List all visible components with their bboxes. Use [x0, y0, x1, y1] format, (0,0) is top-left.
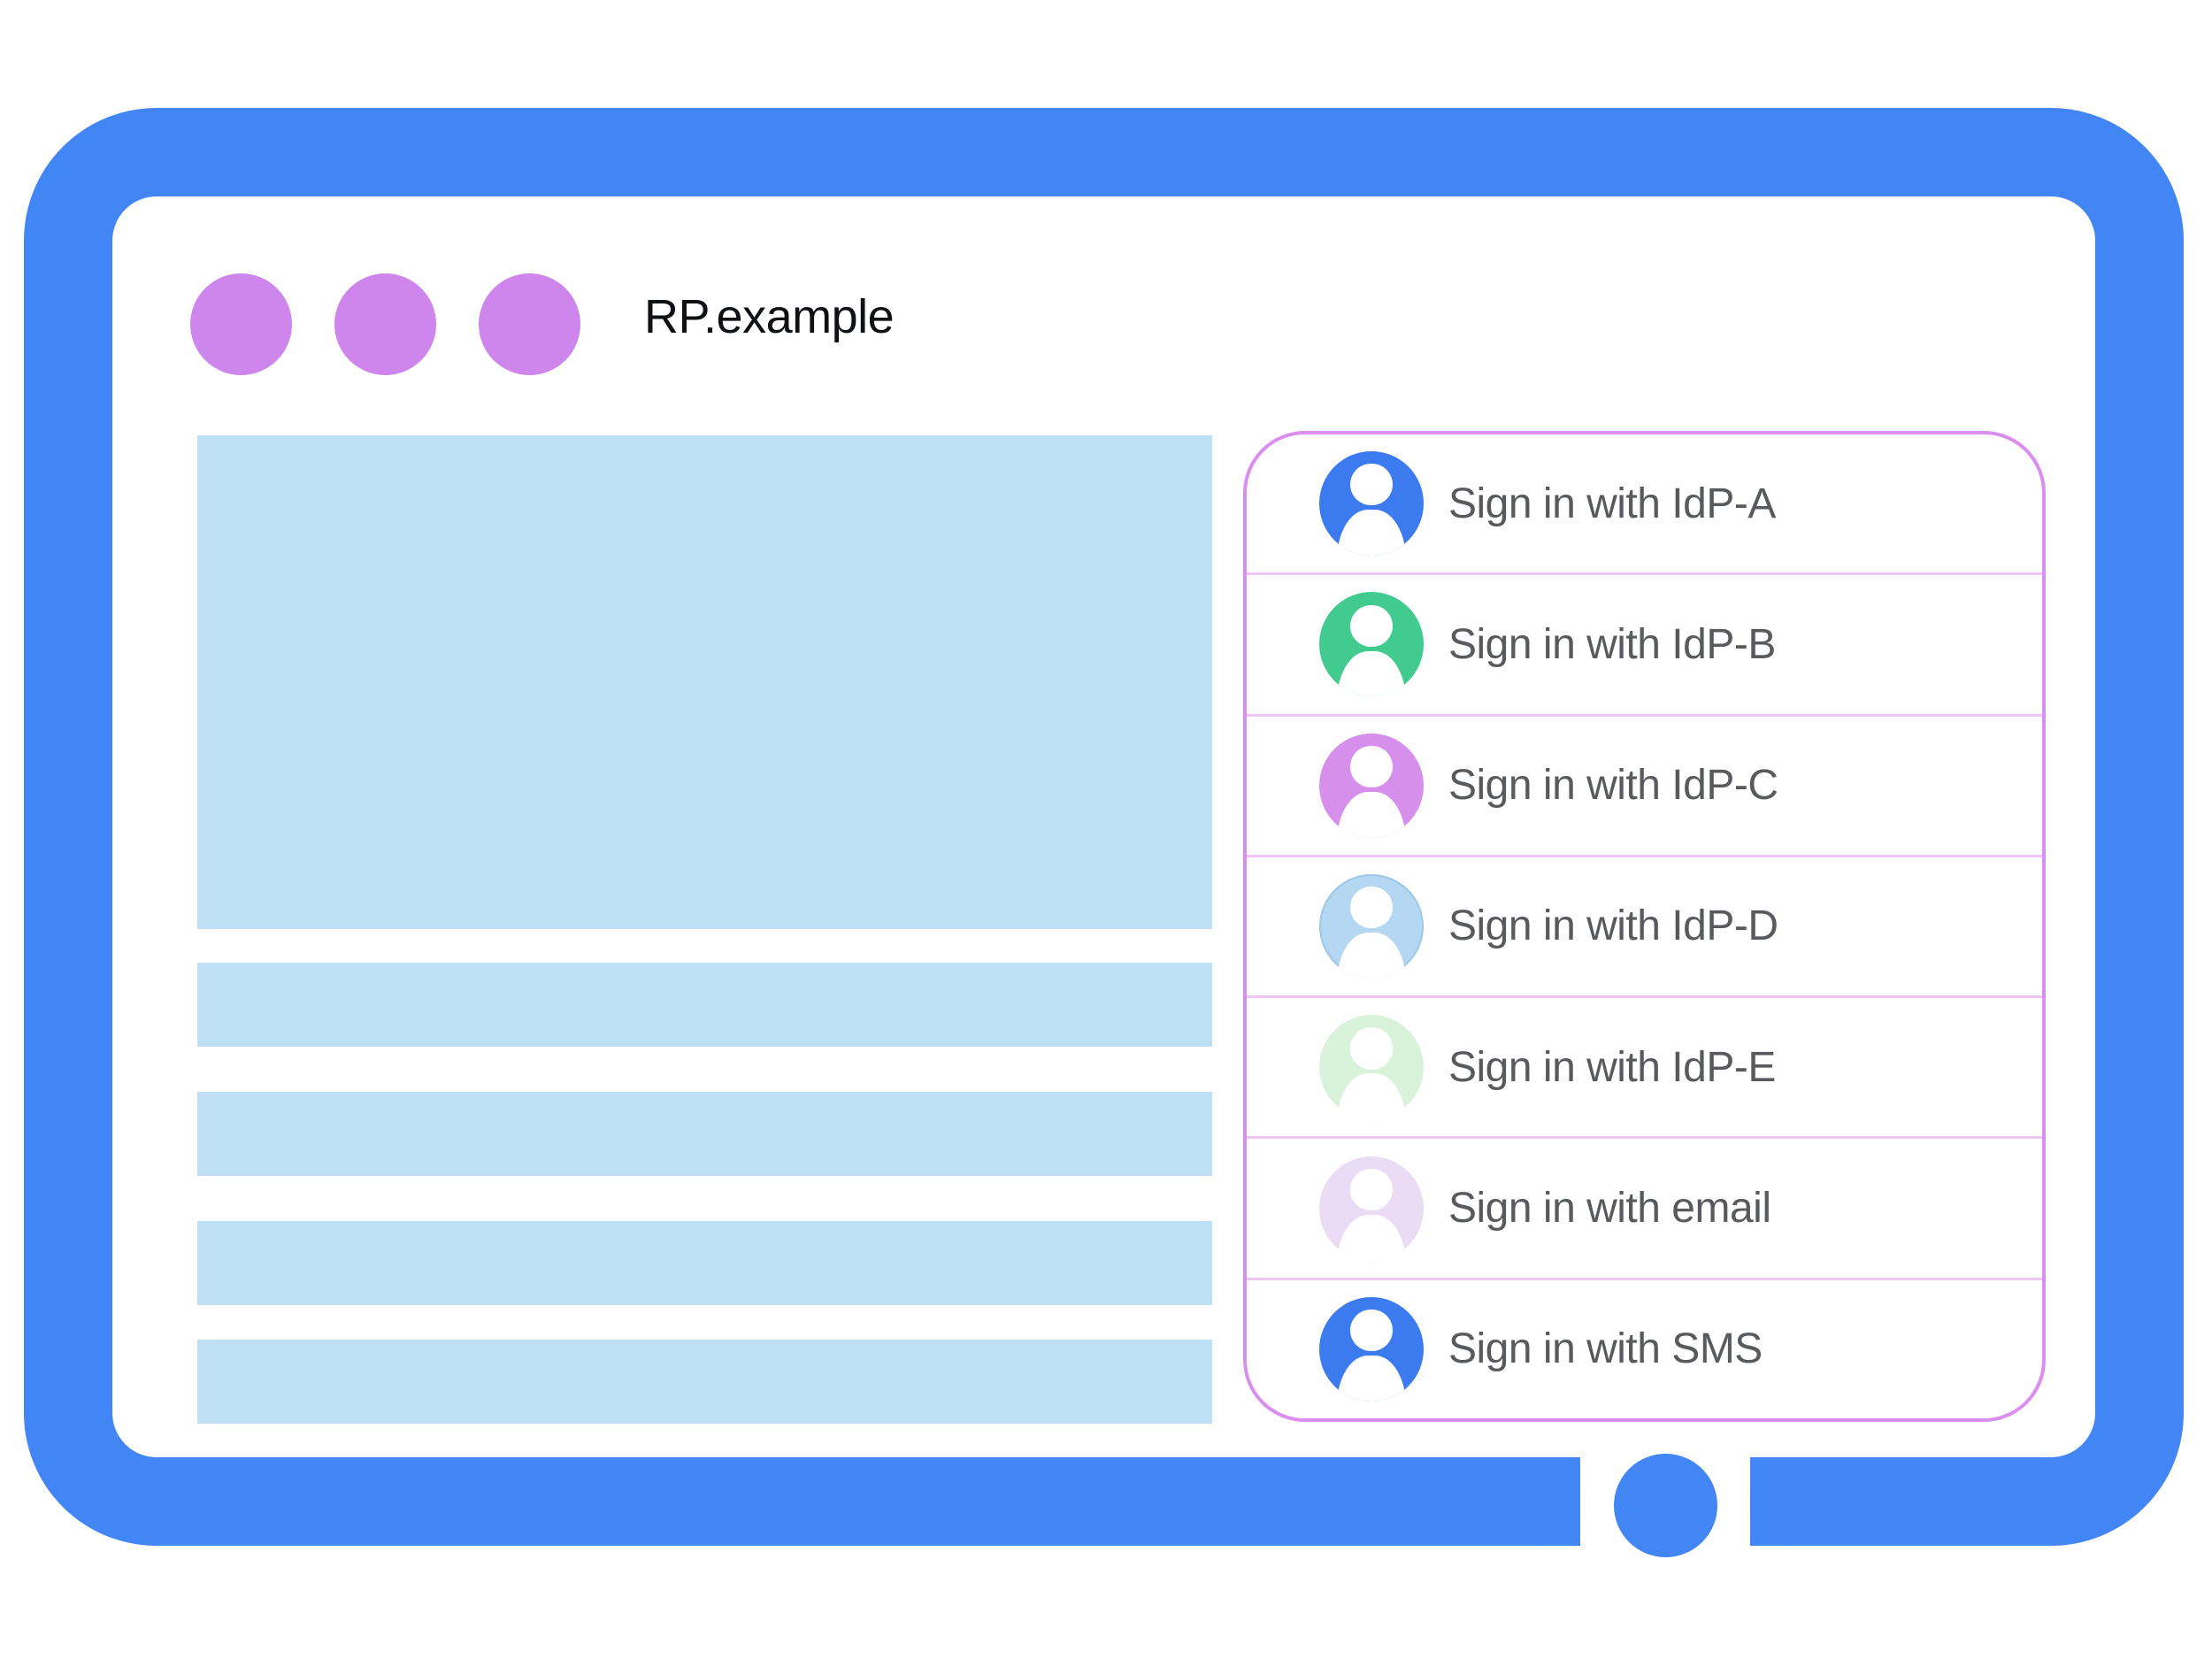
- user-avatar-icon: [1319, 733, 1424, 838]
- signin-option-idp-c[interactable]: Sign in with IdP-C: [1247, 717, 2042, 857]
- frame-bottom-left-cap: [1472, 1457, 1580, 1546]
- signin-option-label: Sign in with IdP-A: [1448, 480, 1776, 527]
- avatar-head: [1350, 604, 1393, 647]
- user-avatar-icon: [1319, 1015, 1424, 1120]
- avatar-shoulders: [1337, 650, 1406, 697]
- user-avatar-icon: [1319, 1296, 1424, 1402]
- content-placeholder-main: [197, 435, 1212, 929]
- window-control-dot: [479, 273, 580, 375]
- content-placeholder-bar: [197, 1221, 1212, 1305]
- avatar-head: [1350, 464, 1393, 506]
- user-avatar-icon: [1319, 592, 1424, 697]
- avatar-shoulders: [1337, 1214, 1406, 1261]
- user-avatar-icon: [1319, 451, 1424, 557]
- avatar-shoulders: [1337, 933, 1406, 979]
- avatar-head: [1350, 1168, 1393, 1210]
- signin-option-idp-a[interactable]: Sign in with IdP-A: [1247, 434, 2042, 576]
- signin-option-label: Sign in with IdP-C: [1448, 762, 1778, 810]
- user-avatar-icon: [1319, 873, 1424, 979]
- content-placeholder-bar: [197, 963, 1212, 1047]
- signin-panel: Sign in with IdP-A Sign in with IdP-B Si…: [1243, 431, 2046, 1422]
- signin-option-email[interactable]: Sign in with email: [1247, 1139, 2042, 1280]
- avatar-head: [1350, 745, 1393, 788]
- page-title: RP.example: [644, 290, 895, 343]
- signin-option-label: Sign in with IdP-D: [1448, 902, 1778, 950]
- avatar-head: [1350, 1309, 1393, 1352]
- window-control-dot: [190, 273, 292, 375]
- signin-option-label: Sign in with email: [1448, 1185, 1771, 1233]
- user-avatar-icon: [1319, 1156, 1424, 1261]
- signin-option-idp-d[interactable]: Sign in with IdP-D: [1247, 857, 2042, 999]
- content-placeholder-bar: [197, 1092, 1212, 1176]
- avatar-shoulders: [1337, 791, 1406, 838]
- avatar-shoulders: [1337, 1355, 1406, 1402]
- signin-option-idp-b[interactable]: Sign in with IdP-B: [1247, 575, 2042, 717]
- signin-option-sms[interactable]: Sign in with SMS: [1247, 1280, 2042, 1418]
- signin-option-idp-e[interactable]: Sign in with IdP-E: [1247, 998, 2042, 1140]
- window-control-dot: [334, 273, 436, 375]
- signin-option-label: Sign in with IdP-E: [1448, 1043, 1776, 1091]
- content-placeholder-bar: [197, 1340, 1212, 1424]
- home-button-circle: [1614, 1454, 1717, 1557]
- signin-option-label: Sign in with SMS: [1448, 1325, 1763, 1373]
- avatar-shoulders: [1337, 1073, 1406, 1120]
- frame-bottom-right-cap: [1750, 1457, 1858, 1546]
- avatar-shoulders: [1337, 510, 1406, 557]
- signin-option-label: Sign in with IdP-B: [1448, 620, 1776, 668]
- avatar-head: [1350, 1027, 1393, 1070]
- avatar-head: [1350, 887, 1393, 929]
